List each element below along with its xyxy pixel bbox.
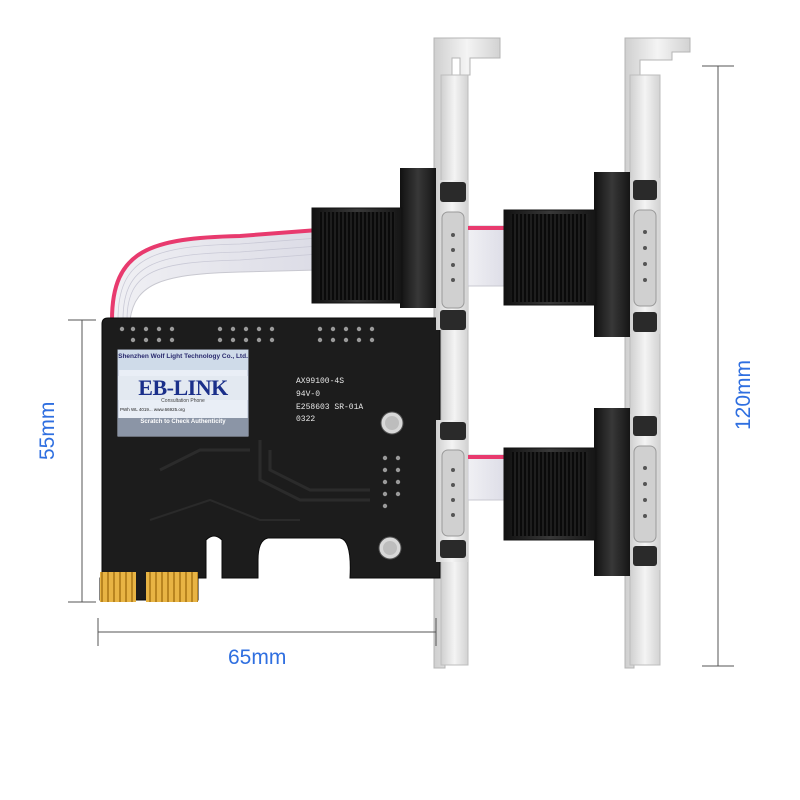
db9-connector-left-bottom (436, 420, 468, 562)
dimension-line-width (97, 618, 437, 646)
silkscreen-batch: 0322 (296, 415, 316, 424)
ribbon-cable-left (110, 228, 319, 321)
label-url-line: PWh WL 4019... www.66925.org (120, 407, 185, 412)
pin-header-1 (119, 326, 175, 343)
dimension-height-left-label: 55mm (36, 401, 59, 460)
ribbon-cable-top-right (467, 225, 509, 287)
label-company-name: Shenzhen Wolf Light Technology Co., Ltd. (118, 353, 248, 360)
silkscreen-ul-number: E258603 SR-01A (296, 403, 364, 412)
authenticity-label: Shenzhen Wolf Light Technology Co., Ltd.… (118, 350, 248, 436)
db9-connector-right-top (503, 172, 660, 337)
dimension-height-right-label: 120mm (732, 359, 755, 430)
db9-connector-right-bottom (503, 408, 660, 576)
bracket-left (433, 37, 501, 669)
db9-connector-left-top (311, 168, 468, 330)
label-scratch-text: Scratch to Check Authenticity (140, 419, 226, 425)
dimension-line-height-right (702, 65, 734, 667)
bracket-right (624, 37, 691, 669)
dimension-width-label: 65mm (228, 646, 287, 669)
pin-header-3 (317, 326, 375, 343)
silkscreen-model: AX99100-4S (296, 377, 345, 386)
silkscreen-rating: 94V-0 (296, 390, 321, 399)
pcie-contacts-long (146, 572, 198, 602)
pin-header-2 (217, 326, 275, 343)
dimension-line-height-left (68, 319, 96, 603)
pcie-contacts-short (100, 572, 136, 602)
label-phone: Consultation Phone (161, 398, 205, 404)
pcb-board (99, 317, 441, 602)
brand-logo-text: EB-LINK (138, 375, 228, 400)
ribbon-cable-bottom-right (467, 454, 509, 501)
pin-header-side (382, 455, 401, 509)
